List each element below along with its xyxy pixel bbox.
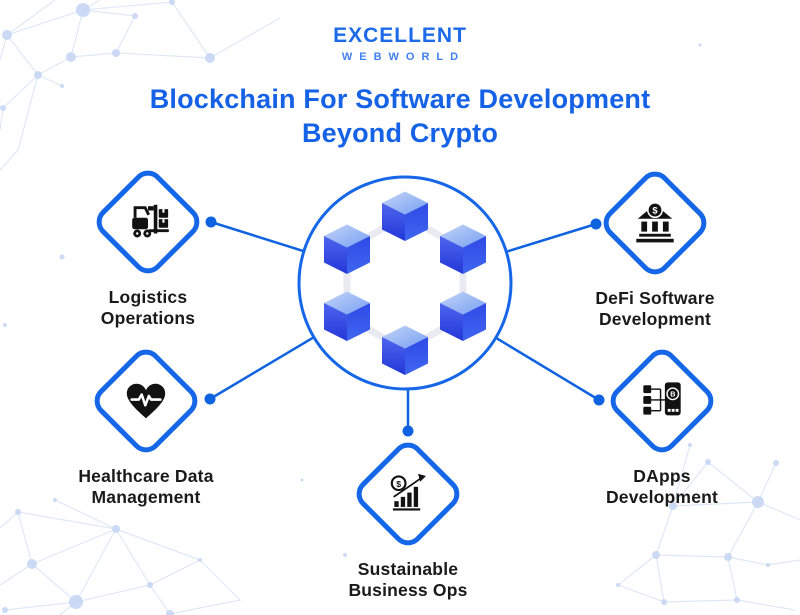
svg-text:$: $ xyxy=(396,479,401,489)
bank-dollar-icon: $ xyxy=(636,202,674,243)
dapps-label: DApps Development xyxy=(605,466,719,507)
title-line-2: Beyond Crypto xyxy=(301,118,499,148)
logo: EXCELLENT WEBWORLD xyxy=(0,24,800,63)
dapp-phone-bitcoin-icon: B xyxy=(643,382,681,416)
node-dapps: B DApps Development xyxy=(577,343,747,508)
title-line-1: Blockchain For Software Development xyxy=(149,84,651,114)
svg-text:$: $ xyxy=(652,206,658,216)
node-healthcare: Healthcare Data Management xyxy=(61,343,231,508)
healthcare-badge xyxy=(88,343,204,459)
svg-text:B: B xyxy=(670,391,675,399)
defi-badge: $ xyxy=(597,165,713,281)
node-sustainable: $ Sustainable Business Ops xyxy=(323,436,493,601)
logo-tagline: WEBWORLD xyxy=(341,51,466,63)
node-defi: $ DeFi Software Development xyxy=(570,165,740,330)
heart-pulse-icon xyxy=(126,383,166,419)
logistics-label: Logistics Operations xyxy=(100,287,196,328)
logo-name: EXCELLENT xyxy=(333,24,467,47)
connector-dots xyxy=(204,216,605,437)
logistics-badge xyxy=(90,164,206,280)
coin-growth-chart-icon: $ xyxy=(390,473,426,511)
sustainable-label: Sustainable Business Ops xyxy=(348,559,468,600)
dapps-badge: B xyxy=(604,343,720,459)
defi-label: DeFi Software Development xyxy=(595,288,715,329)
forklift-icon xyxy=(132,204,169,238)
node-logistics: Logistics Operations xyxy=(63,164,233,329)
page-title: Blockchain For Software Development Beyo… xyxy=(0,82,800,150)
healthcare-label: Healthcare Data Management xyxy=(78,466,214,507)
sustainable-badge: $ xyxy=(350,436,466,552)
